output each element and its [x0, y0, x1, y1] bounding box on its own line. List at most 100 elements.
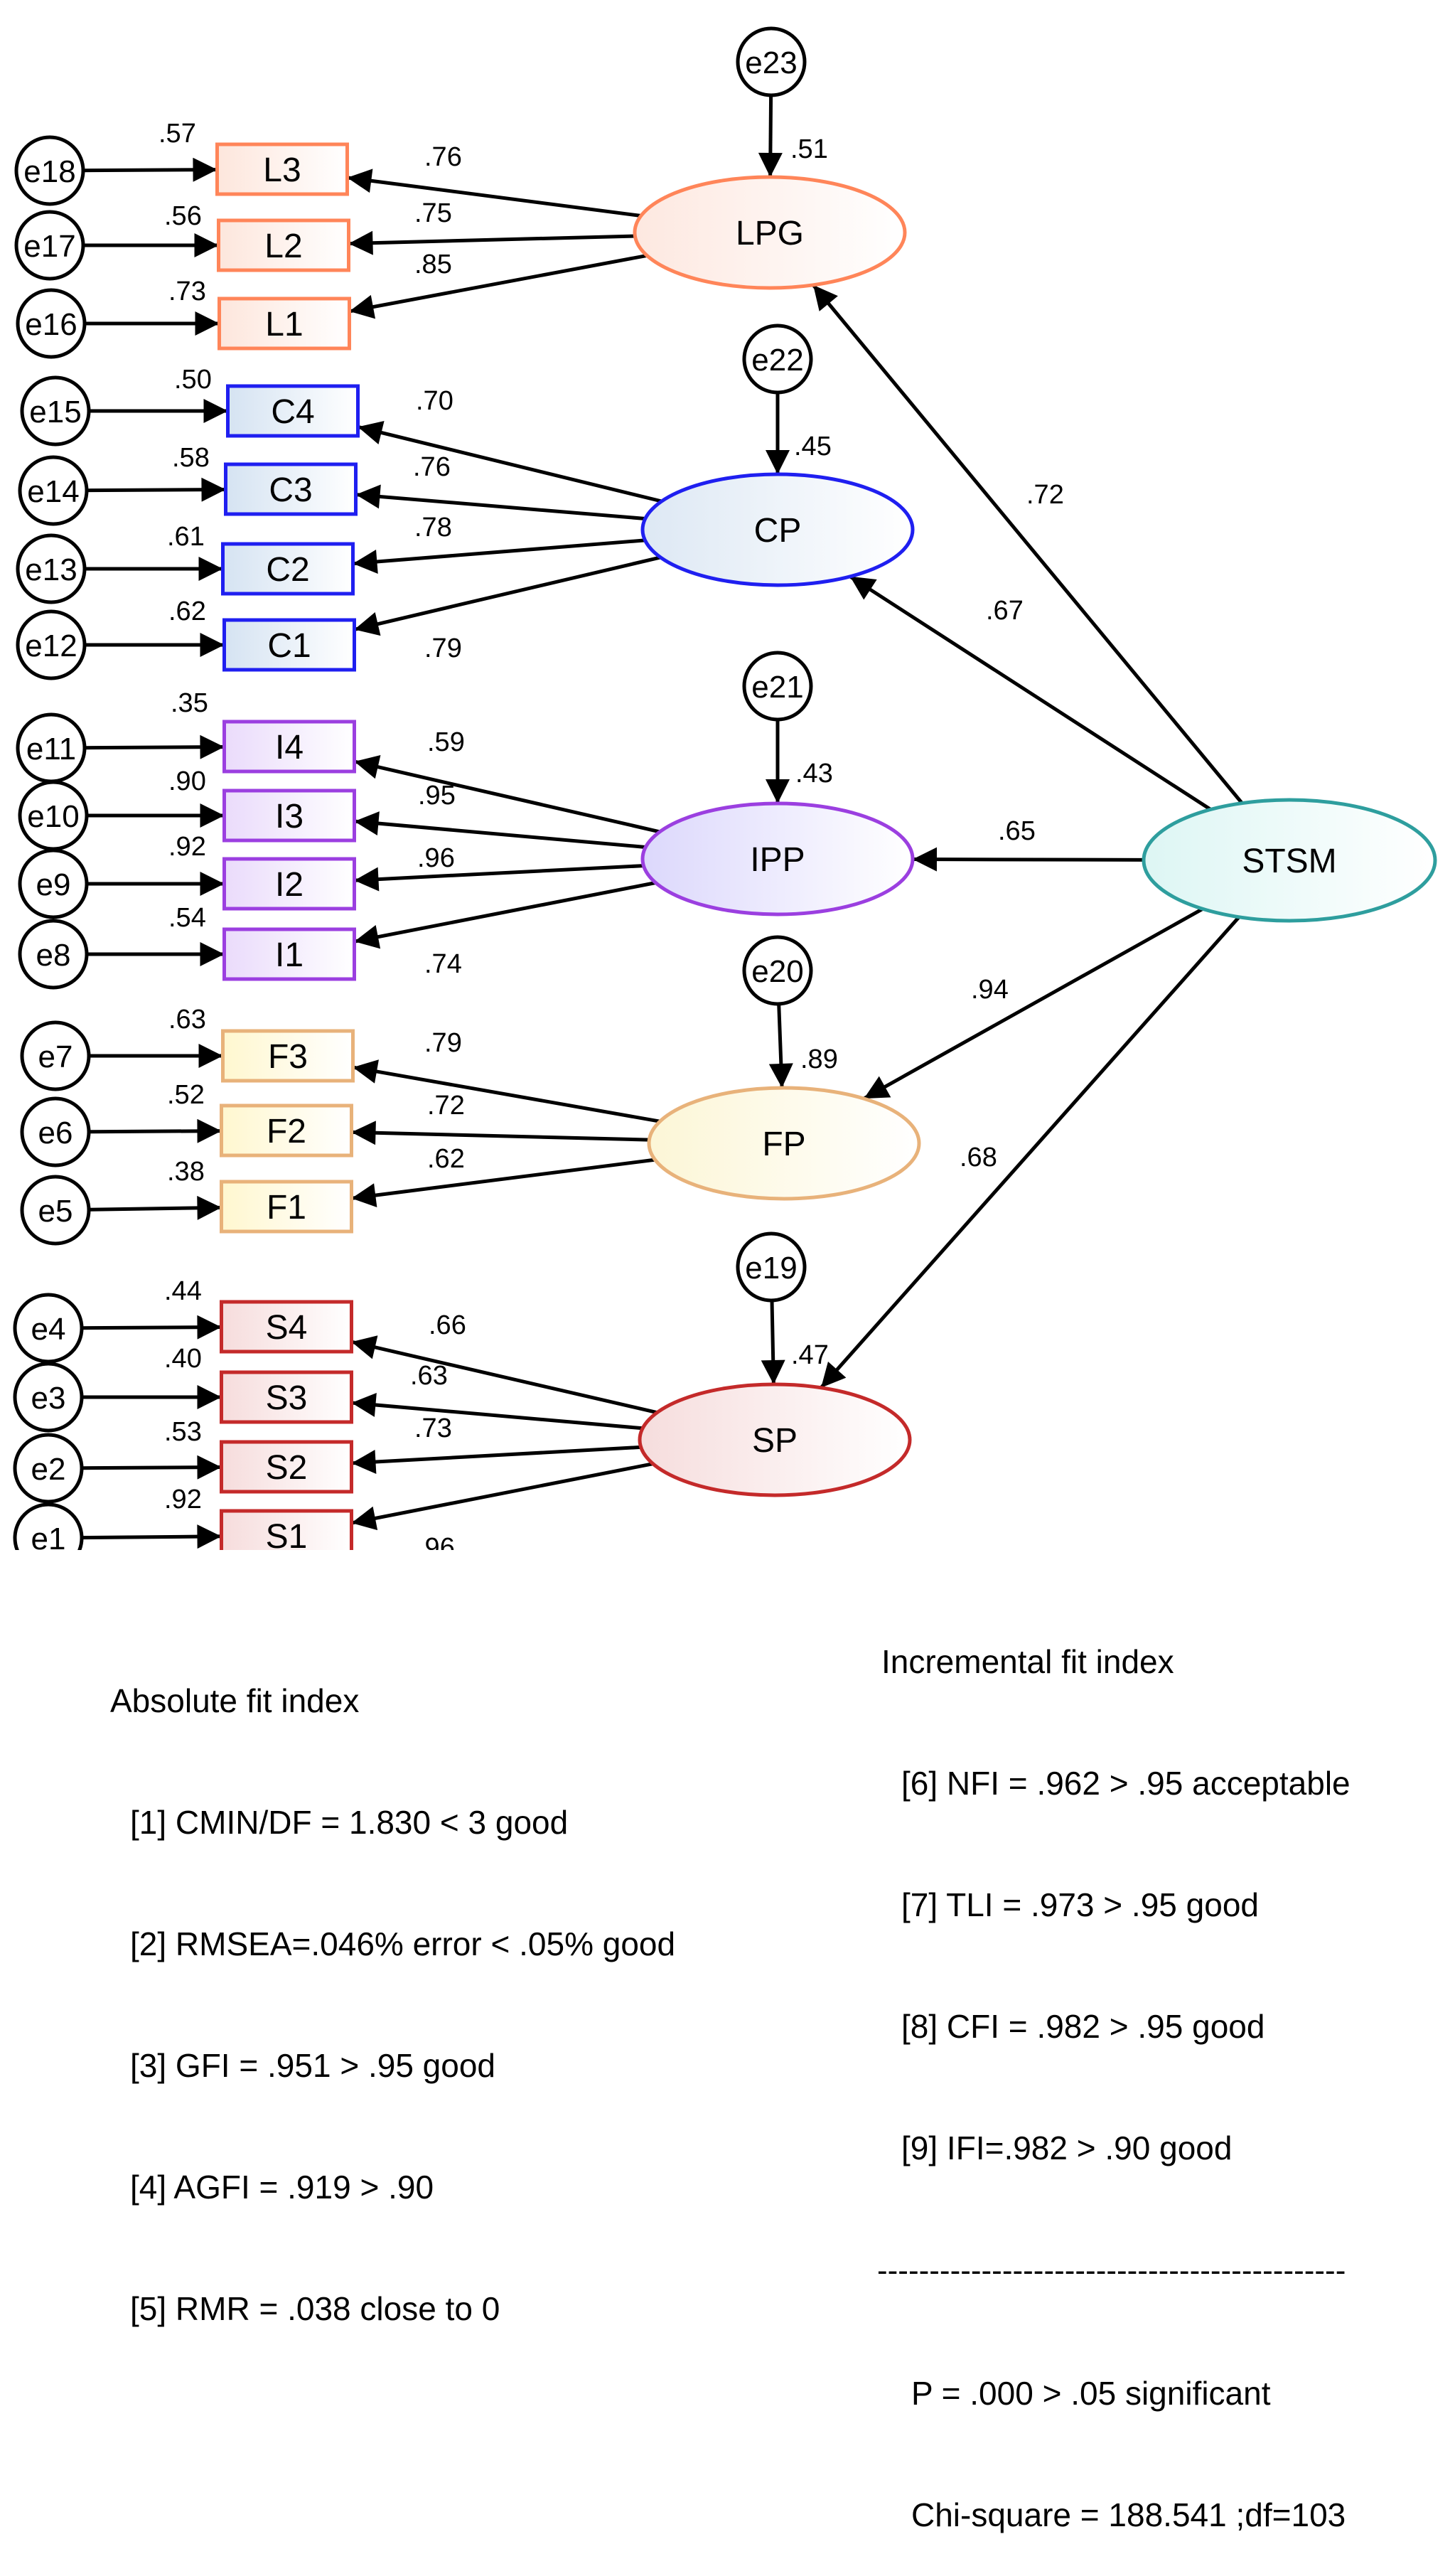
fit-line: [1] CMIN/DF = 1.830 < 3 good [130, 1804, 569, 1841]
coefficient-label: .50 [174, 365, 212, 395]
node-S3: S3 [220, 1370, 353, 1424]
node-label-I1: I1 [275, 936, 304, 974]
coefficient-label: .96 [417, 1533, 455, 1550]
coefficient-label: .89 [800, 1044, 838, 1074]
incremental-fit-index: Incremental fit index [6] NFI = .962 > .… [877, 1561, 1351, 2576]
node-e18: e18 [14, 135, 85, 206]
node-S4: S4 [220, 1300, 353, 1354]
node-label-e4: e4 [31, 1312, 66, 1347]
node-e23: e23 [736, 26, 807, 97]
node-e19: e19 [736, 1231, 807, 1303]
node-shape-SP [638, 1382, 912, 1497]
coefficient-label: .47 [791, 1340, 829, 1370]
node-shape-S4 [220, 1300, 353, 1354]
node-e6: e6 [20, 1096, 91, 1167]
path-arrow-FP-to-F1 [351, 1158, 655, 1207]
coefficient-label: .45 [794, 432, 832, 461]
node-label-STSM: STSM [1242, 843, 1336, 880]
node-label-e8: e8 [36, 938, 71, 973]
node-I3: I3 [222, 789, 356, 843]
node-shape-C2 [221, 542, 355, 596]
node-shape-IPP [640, 801, 915, 916]
coefficient-label: .63 [410, 1361, 448, 1391]
node-shape-F3 [221, 1029, 355, 1083]
node-label-e9: e9 [36, 867, 71, 902]
coefficient-label: .56 [164, 201, 202, 231]
path-arrow-LPG-to-L2 [348, 230, 635, 255]
node-label-LPG: LPG [736, 215, 804, 252]
coefficient-label: .65 [998, 816, 1036, 846]
coefficient-label: .43 [795, 759, 833, 789]
node-shape-FP [647, 1086, 921, 1201]
node-label-SP: SP [752, 1422, 798, 1460]
fit-line: [2] RMSEA=.046% error < .05% good [130, 1925, 676, 1962]
fit-line: [5] RMR = .038 close to 0 [130, 2290, 500, 2327]
node-shape-CP [640, 472, 915, 587]
fit-line: [7] TLI = .973 > .95 good [901, 1886, 1259, 1923]
node-label-CP: CP [754, 512, 802, 550]
absolute-fit-index: Absolute fit index [1] CMIN/DF = 1.830 <… [110, 1600, 675, 2370]
node-shape-e17 [14, 210, 85, 281]
node-shape-S3 [220, 1370, 353, 1424]
node-label-e17: e17 [23, 229, 75, 264]
node-shape-e13 [16, 533, 87, 604]
node-label-e3: e3 [31, 1381, 66, 1416]
path-arrow-STSM-to-SP [820, 916, 1240, 1389]
coefficient-label: .79 [424, 1028, 462, 1058]
node-e15: e15 [20, 375, 91, 447]
coefficient-label: .53 [164, 1417, 202, 1447]
path-arrow-LPG-to-L1 [349, 253, 648, 319]
path-arrow-FP-to-F2 [351, 1121, 650, 1145]
node-shape-S1 [220, 1509, 353, 1550]
path-arrow-e1-to-S1 [81, 1524, 222, 1549]
node-label-e23: e23 [745, 46, 797, 80]
node-shape-F1 [220, 1180, 353, 1234]
node-e11: e11 [16, 712, 87, 784]
path-arrow-e11-to-I4 [84, 734, 225, 759]
node-shape-C4 [226, 384, 360, 438]
node-label-e13: e13 [25, 552, 77, 587]
incremental-fit-title: Incremental fit index [881, 1643, 1174, 1680]
node-I1: I1 [222, 927, 356, 981]
node-shape-LPG [633, 175, 907, 290]
coefficient-label: .92 [168, 832, 206, 862]
node-label-e1: e1 [31, 1522, 66, 1550]
path-arrow-e4-to-S4 [81, 1315, 222, 1340]
nodes-layer: e23e22e21e20e19e18e17e16e15e14e13e12e11e… [13, 26, 1437, 1550]
coefficient-label: .90 [168, 766, 206, 796]
node-label-e22: e22 [751, 343, 803, 378]
coefficient-label: .72 [1026, 480, 1064, 510]
node-shape-e21 [742, 651, 813, 722]
path-arrow-CP-to-C4 [357, 420, 662, 503]
node-label-e18: e18 [23, 154, 75, 189]
significance-stat: P = .000 > .05 significant [911, 2375, 1271, 2412]
node-shape-e2 [13, 1433, 84, 1504]
node-label-C4: C4 [271, 393, 314, 431]
node-label-I4: I4 [275, 729, 304, 766]
coefficient-label: .76 [413, 452, 451, 482]
node-S1: S1 [220, 1509, 353, 1550]
node-label-F2: F2 [267, 1113, 306, 1150]
node-shape-e18 [14, 135, 85, 206]
path-arrow-SP-to-S3 [351, 1393, 643, 1431]
node-shape-I2 [222, 857, 356, 911]
path-arrow-CP-to-C2 [353, 538, 645, 574]
node-shape-e16 [16, 288, 87, 359]
node-label-e14: e14 [27, 474, 79, 509]
path-arrow-CP-to-C3 [355, 484, 646, 520]
node-e10: e10 [18, 780, 89, 851]
node-label-e7: e7 [38, 1040, 73, 1074]
coefficient-label: .85 [414, 250, 452, 279]
node-shape-F2 [220, 1103, 353, 1158]
node-C1: C1 [222, 618, 356, 672]
node-e2: e2 [13, 1433, 84, 1504]
node-e7: e7 [20, 1020, 91, 1091]
coefficient-label: .44 [164, 1276, 202, 1306]
node-shape-e4 [13, 1293, 84, 1364]
node-label-e11: e11 [26, 732, 76, 766]
node-shape-e15 [20, 375, 91, 447]
node-label-e12: e12 [25, 629, 77, 663]
node-label-F3: F3 [268, 1038, 308, 1076]
path-arrow-e5-to-F1 [88, 1195, 222, 1220]
coefficient-label: .63 [168, 1005, 206, 1035]
